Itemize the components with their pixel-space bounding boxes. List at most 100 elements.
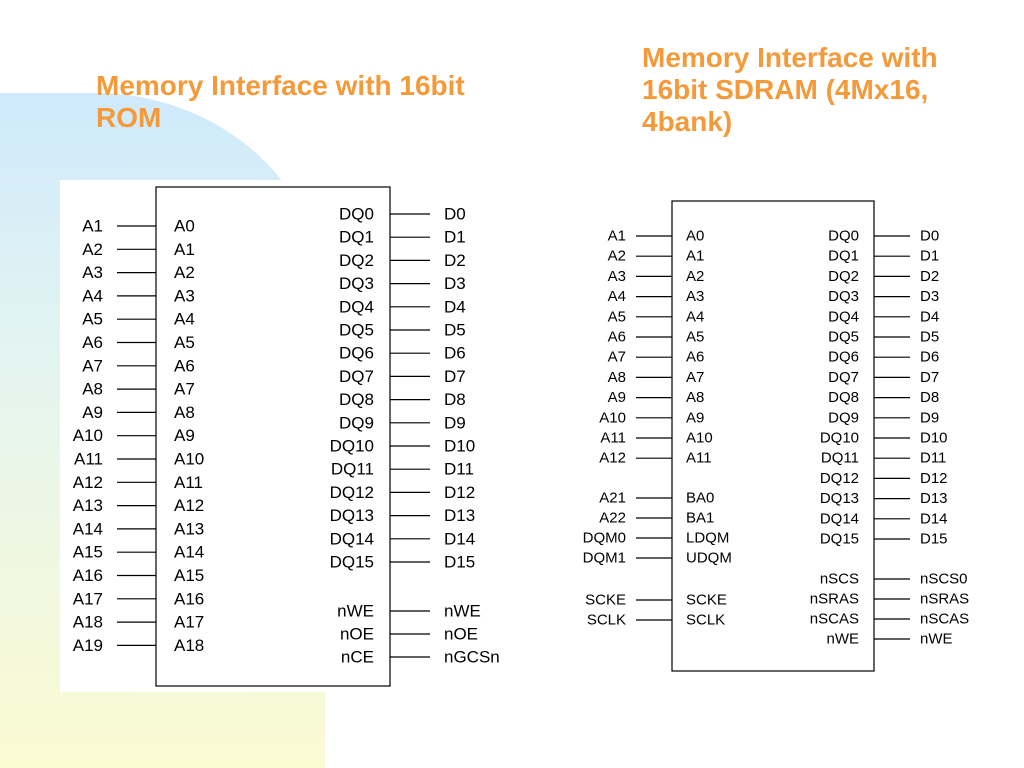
rom-right-pin: DQ4: [339, 297, 374, 316]
rom-right-signal: D13: [444, 506, 475, 525]
rom-right-signal: D8: [444, 390, 466, 409]
rom-left-signal: A12: [73, 473, 103, 492]
sdram-left-signal: SCKE: [585, 592, 626, 609]
rom-right-pin: nCE: [341, 648, 374, 667]
rom-right-pin: DQ13: [330, 506, 374, 525]
rom-right-pin: DQ6: [339, 344, 374, 363]
rom-left-pin: A9: [174, 426, 195, 445]
sdram-left-pin: BA0: [686, 490, 714, 507]
rom-right-pin: DQ10: [330, 437, 374, 456]
sdram-left-signal: A9: [608, 389, 626, 406]
rom-right-signal: nGCSn: [444, 648, 500, 667]
sdram-right-pin: DQ6: [828, 349, 859, 366]
rom-chip-box: [155, 186, 391, 687]
rom-left-signal: A16: [73, 566, 103, 585]
sdram-right-signal: nSCS0: [920, 571, 968, 588]
sdram-left-pin: A1: [686, 248, 704, 265]
sdram-left-signal: SCLK: [587, 612, 626, 629]
sdram-right-pin: DQ1: [828, 248, 859, 265]
rom-left-pin: A2: [174, 263, 195, 282]
sdram-right-signal: D6: [920, 349, 939, 366]
sdram-left-signal: A22: [599, 510, 626, 527]
sdram-right-pin: nSCS: [820, 571, 859, 588]
sdram-left-pin: UDQM: [686, 550, 732, 567]
rom-right-signal: D10: [444, 437, 475, 456]
rom-right-pin: nOE: [340, 625, 374, 644]
sdram-right-signal: D8: [920, 389, 939, 406]
sdram-right-pin: DQ14: [820, 510, 859, 527]
sdram-right-signal: D4: [920, 308, 939, 325]
rom-right-signal: D9: [444, 413, 466, 432]
sdram-right-pin: DQ15: [820, 531, 859, 548]
rom-left-signal: A2: [82, 240, 103, 259]
rom-left-signal: A6: [82, 333, 103, 352]
sdram-left-pin: LDQM: [686, 530, 729, 547]
sdram-right-pin: DQ12: [820, 470, 859, 487]
sdram-left-pin: A2: [686, 268, 704, 285]
sdram-right-pin: DQ13: [820, 490, 859, 507]
sdram-right-signal: D7: [920, 369, 939, 386]
sdram-right-pin: DQ4: [828, 308, 859, 325]
sdram-left-pin: A7: [686, 369, 704, 386]
rom-left-signal: A4: [82, 286, 103, 305]
rom-right-pin: DQ15: [330, 553, 374, 572]
sdram-right-pin: DQ7: [828, 369, 859, 386]
sdram-left-signal: A4: [608, 288, 626, 305]
sdram-left-pin: BA1: [686, 510, 714, 527]
rom-left-pin: A15: [174, 566, 204, 585]
rom-left-pin: A10: [174, 450, 204, 469]
sdram-left-signal: A6: [608, 329, 626, 346]
rom-right-signal: D6: [444, 344, 466, 363]
sdram-left-signal: DQM0: [583, 530, 626, 547]
sdram-right-pin: nSRAS: [810, 591, 859, 608]
sdram-right-pin: DQ3: [828, 288, 859, 305]
rom-left-pin: A11: [174, 473, 203, 492]
sdram-right-pin: DQ9: [828, 409, 859, 426]
sdram-right-pin: DQ10: [820, 430, 859, 447]
rom-left-pin: A14: [174, 543, 204, 562]
rom-left-pin: A4: [174, 310, 195, 329]
sdram-right-signal: D2: [920, 268, 939, 285]
sdram-left-pin: A10: [686, 430, 713, 447]
rom-right-signal: D11: [444, 460, 474, 479]
rom-left-signal: A5: [82, 310, 103, 329]
rom-right-signal: D15: [444, 553, 475, 572]
rom-left-signal: A8: [82, 380, 103, 399]
sdram-right-pin: nWE: [826, 631, 859, 648]
sdram-left-signal: A21: [599, 490, 626, 507]
sdram-left-pin: SCKE: [686, 592, 727, 609]
sdram-right-signal: D5: [920, 329, 939, 346]
rom-right-signal: D0: [444, 205, 466, 224]
sdram-right-pin: DQ5: [828, 329, 859, 346]
rom-right-signal: D14: [444, 529, 475, 548]
sdram-left-pin: SCLK: [686, 612, 725, 629]
sdram-left-signal: A11: [600, 430, 626, 447]
sdram-left-pin: A11: [686, 450, 712, 467]
sdram-right-signal: D14: [920, 510, 948, 527]
sdram-right-signal: D11: [920, 450, 946, 467]
sdram-left-signal: A5: [608, 308, 626, 325]
rom-left-pin: A8: [174, 403, 195, 422]
rom-left-pin: A7: [174, 380, 195, 399]
sdram-left-pin: A8: [686, 389, 704, 406]
rom-right-signal: nWE: [444, 602, 481, 621]
sdram-left-pin: A4: [686, 308, 704, 325]
sdram-left-pin: A0: [686, 228, 704, 245]
rom-right-pin: DQ7: [339, 367, 374, 386]
sdram-right-signal: D12: [920, 470, 948, 487]
sdram-right-pin: DQ2: [828, 268, 859, 285]
rom-right-pin: DQ14: [330, 529, 374, 548]
rom-right-pin: DQ9: [339, 413, 374, 432]
rom-left-pin: A3: [174, 286, 195, 305]
rom-left-pin: A12: [174, 496, 204, 515]
sdram-section-title: Memory Interface with 16bit SDRAM (4Mx16…: [642, 42, 938, 137]
sdram-left-signal: A1: [608, 228, 626, 245]
rom-right-signal: D2: [444, 251, 466, 270]
sdram-right-signal: D1: [920, 248, 939, 265]
sdram-right-signal: D0: [920, 228, 939, 245]
sdram-right-pin: DQ11: [821, 450, 859, 467]
sdram-left-signal: A2: [608, 248, 626, 265]
